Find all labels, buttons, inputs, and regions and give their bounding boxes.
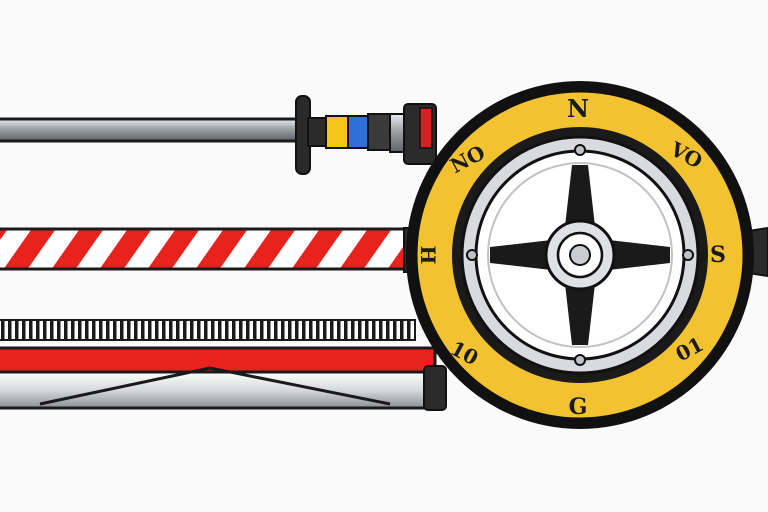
- screw-left: [466, 249, 478, 261]
- rod-shaft: [0, 117, 309, 143]
- lower-bar-crease: [39, 366, 391, 406]
- top-rod: [0, 95, 437, 175]
- dial-label-left: H: [416, 246, 440, 265]
- collar-blue: [347, 115, 369, 149]
- rod-collar-dark: [307, 117, 327, 147]
- hazard-bar: [0, 227, 429, 273]
- dial-label-bottom: G: [569, 394, 588, 420]
- dial: N NO VO H S 10 01 G: [406, 81, 754, 429]
- dial-label-right: S: [710, 242, 726, 268]
- dial-hub-center: [569, 244, 591, 266]
- lower-bar-steel: [0, 370, 437, 410]
- collar-dark: [367, 113, 391, 151]
- coil-body: [0, 319, 416, 341]
- dial-label-top: N: [567, 94, 589, 123]
- collar-yellow: [325, 115, 349, 149]
- screw-right: [682, 249, 694, 261]
- screw-bottom: [574, 354, 586, 366]
- hazard-bar-body: [0, 227, 417, 271]
- dial-spokes: [490, 165, 670, 345]
- screw-top: [574, 144, 586, 156]
- dial-face-ring: [487, 162, 673, 348]
- lower-bar-cap: [423, 365, 447, 411]
- lower-bar: [0, 346, 447, 411]
- coil-spring: [0, 319, 416, 341]
- housing-red-band: [419, 107, 433, 149]
